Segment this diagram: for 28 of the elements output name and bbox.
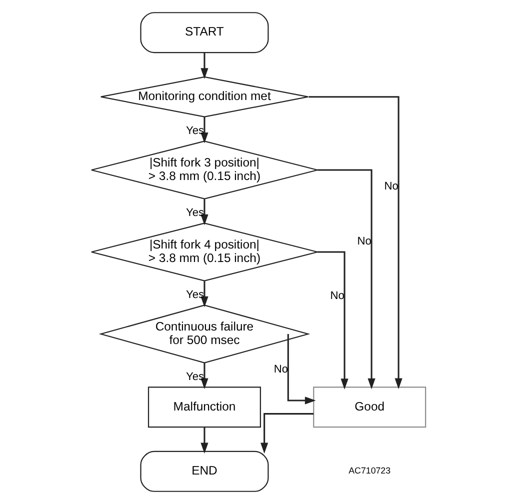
label: AC710723 (348, 466, 390, 476)
arrow (200, 116, 208, 144)
edge-label: No (384, 180, 398, 193)
arrow (200, 281, 208, 308)
edge-label: Yes (186, 124, 204, 137)
edge-label: Yes (186, 207, 204, 220)
edge-label: No (330, 290, 344, 302)
arrow (286, 334, 316, 404)
node-box: START (140, 12, 268, 54)
node-box: Good (312, 386, 426, 428)
arrow (200, 362, 208, 390)
node-box: END (140, 450, 268, 492)
edge-label: No (356, 235, 371, 248)
arrow (317, 251, 348, 390)
node-diamond: Monitoring condition met (100, 76, 308, 118)
edge-label: Yes (186, 289, 204, 302)
arrow (200, 427, 208, 454)
arrow (260, 413, 314, 454)
node-diamond: |Shift fork 3 position| > 3.8 mm (0.15 inch) (90, 140, 318, 200)
edge-label: Yes (186, 370, 204, 383)
node-box: Malfunction (147, 386, 260, 428)
edge-label: No (273, 364, 288, 376)
arrow (308, 96, 402, 390)
arrow (200, 199, 208, 226)
node-diamond: Continuous failure for 500 msec (98, 304, 310, 364)
node-diamond: |Shift fork 4 position| > 3.8 mm (0.15 inch) (90, 222, 318, 282)
arrow (200, 52, 208, 79)
arrow (317, 169, 375, 390)
